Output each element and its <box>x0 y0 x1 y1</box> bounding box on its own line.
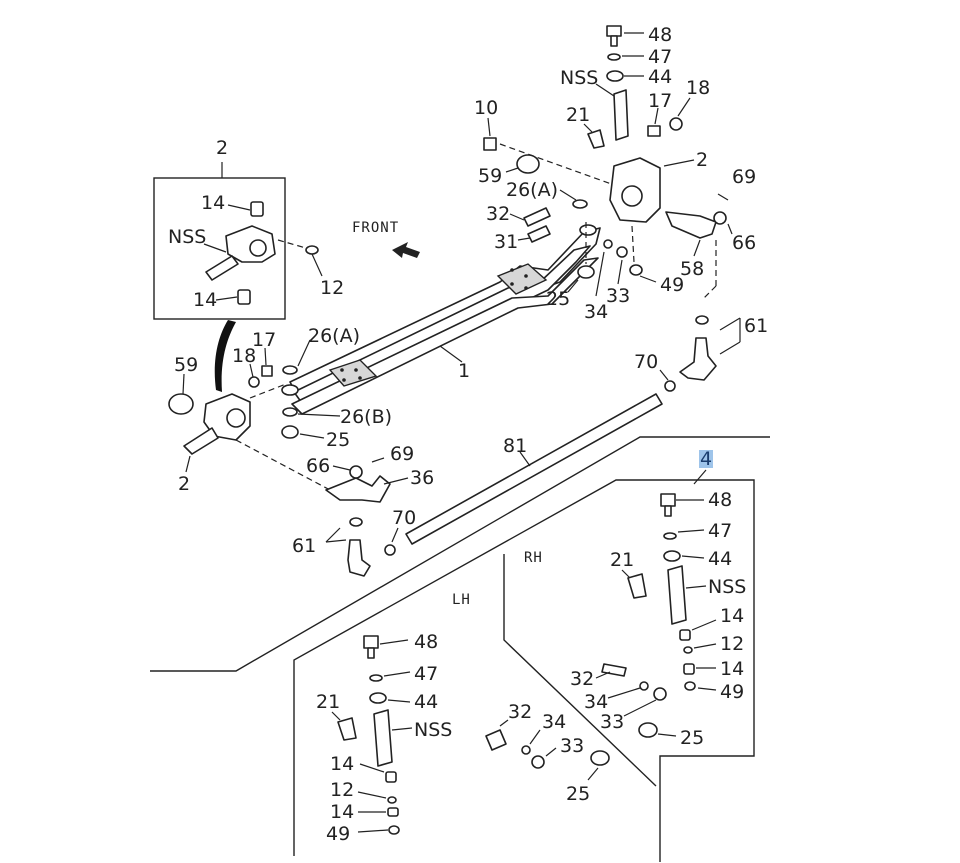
knuckle-detail-box: 2 14 NSS 12 14 <box>153 137 344 320</box>
left-knuckle-assembly: 59 2 18 17 26(A) 26(B) 25 <box>168 325 392 495</box>
rh-kit-callout-49: 49 <box>720 681 744 703</box>
lh-kit-callout-32: 32 <box>508 701 532 723</box>
oring-part <box>305 245 319 255</box>
callout-nut-18-left: 18 <box>232 345 256 367</box>
lh-kit-callout-25: 25 <box>566 783 590 805</box>
curved-arrow-icon <box>214 320 236 392</box>
kit-frames: 4 RH LH <box>150 436 770 862</box>
left-steering-arm: 66 69 36 61 70 <box>292 443 434 577</box>
rh-kit-callout-48: 48 <box>708 489 732 511</box>
rh-label: RH <box>524 550 543 566</box>
callout-nut-17-right: 17 <box>648 90 672 112</box>
lh-label: LH <box>452 592 471 608</box>
callout-washer-26a-right: 26(A) <box>506 179 558 201</box>
callout-bush-top: 14 <box>201 192 225 214</box>
bush-bottom-part <box>237 289 251 305</box>
callout-shim-25-right: 25 <box>546 288 570 310</box>
cap-left-part <box>168 393 194 415</box>
rh-kit-callout-33: 33 <box>600 711 624 733</box>
rh-kit-callout-14b: 14 <box>720 658 744 680</box>
callout-nss-box: NSS <box>168 226 206 248</box>
callout-pin-32: 32 <box>486 203 510 225</box>
callout-pin-69-right: 69 <box>732 166 756 188</box>
callout-nss-top: NSS <box>560 67 598 89</box>
callout-nut-44-top: 44 <box>648 66 672 88</box>
rh-kit-callout-nss: NSS <box>708 576 746 598</box>
callout-pin-69-left: 69 <box>390 443 414 465</box>
callout-rod: 81 <box>503 435 527 457</box>
callout-washer-26b-left: 26(B) <box>340 406 392 428</box>
rh-kit-callout-47: 47 <box>708 520 732 542</box>
lh-kit: 48 47 44 21 NSS 14 12 14 49 32 34 33 <box>316 631 610 845</box>
callout-cap-left: 59 <box>174 354 198 376</box>
lh-kit-callout-49: 49 <box>326 823 350 845</box>
rh-kit-callout-32: 32 <box>570 668 594 690</box>
callout-oring: 12 <box>320 277 344 299</box>
callout-knuckle-left: 2 <box>178 473 190 495</box>
callout-arm-58: 58 <box>680 258 704 280</box>
rh-kit: 48 47 44 21 NSS 14 12 14 49 32 34 33 <box>570 489 746 749</box>
lh-kit-callout-14b: 14 <box>330 801 354 823</box>
callout-shim-25-left: 25 <box>326 429 350 451</box>
callout-bush-bottom: 14 <box>193 289 217 311</box>
rh-kit-callout-14a: 14 <box>720 605 744 627</box>
lh-kit-callout-nss: NSS <box>414 719 452 741</box>
bush-top-part <box>250 201 264 217</box>
callout-nut-66-left: 66 <box>306 455 330 477</box>
rh-kit-callout-25: 25 <box>680 727 704 749</box>
callout-nut-70-right: 70 <box>634 351 658 373</box>
lh-kit-callout-48: 48 <box>414 631 438 653</box>
callout-washer-34: 34 <box>584 301 608 323</box>
callout-bolt-48-top: 48 <box>648 24 672 46</box>
tie-rod: 81 <box>405 393 663 545</box>
bolt-48-top-part <box>606 25 622 37</box>
callout-nut-70-left: 70 <box>392 507 416 529</box>
lh-kit-callout-44: 44 <box>414 691 438 713</box>
rh-kit-callout-44: 44 <box>708 548 732 570</box>
right-knuckle-assembly: 48 47 44 NSS 21 17 18 10 2 59 <box>474 24 756 323</box>
callout-end-61-right: 61 <box>744 315 768 337</box>
callout-washer-47-top: 47 <box>648 46 672 68</box>
callout-nut-18-right: 18 <box>686 77 710 99</box>
callout-knuckle-box: 2 <box>216 137 228 159</box>
callout-nipple-21: 21 <box>566 104 590 126</box>
lh-kit-callout-47: 47 <box>414 663 438 685</box>
callout-nut-33: 33 <box>606 285 630 307</box>
lh-kit-callout-21: 21 <box>316 691 340 713</box>
callout-bolt-10: 10 <box>474 97 498 119</box>
callout-knuckle-right: 2 <box>696 149 708 171</box>
kit-4-highlight <box>699 450 713 468</box>
rh-kit-callout-34: 34 <box>584 691 608 713</box>
spindle-part <box>205 255 239 281</box>
callout-nut-17-left: 17 <box>252 329 276 351</box>
king-pin-part <box>613 89 629 141</box>
lh-kit-callout-34: 34 <box>542 711 566 733</box>
lh-kit-callout-14a: 14 <box>330 753 354 775</box>
callout-nut-66-right: 66 <box>732 232 756 254</box>
callout-washer-26a-left: 26(A) <box>308 325 360 347</box>
callout-end-61-left: 61 <box>292 535 316 557</box>
callout-kit-4: 4 <box>700 448 712 470</box>
callout-beam: 1 <box>458 360 470 382</box>
lh-kit-callout-33: 33 <box>560 735 584 757</box>
rh-kit-callout-12: 12 <box>720 633 744 655</box>
rh-kit-callout-21: 21 <box>610 549 634 571</box>
axle-beam <box>281 224 601 415</box>
callout-arm-36: 36 <box>410 467 434 489</box>
right-tie-rod-end: 61 70 <box>634 315 768 392</box>
callout-nut-49-top: 49 <box>660 274 684 296</box>
lh-kit-callout-12: 12 <box>330 779 354 801</box>
callout-cap-right: 59 <box>478 165 502 187</box>
front-arrow-icon <box>392 242 420 258</box>
front-label: FRONT <box>352 220 399 236</box>
callout-nipple-31: 31 <box>494 231 518 253</box>
